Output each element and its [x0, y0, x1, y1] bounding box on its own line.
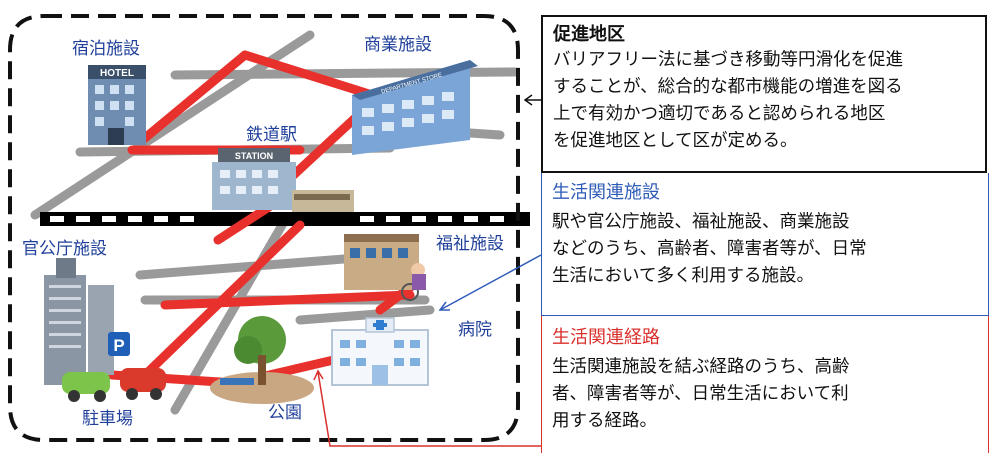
station-building-icon: STATION — [212, 148, 354, 212]
text-line: 駅や官公庁施設、福祉施設、商業施設 — [552, 212, 850, 232]
hotel-building-icon: HOTEL — [88, 65, 146, 145]
text-line: 生活関連施設を結ぶ経路のうち、高齢 — [552, 357, 850, 377]
hospital-icon — [331, 317, 429, 386]
label-station: 鉄道駅 — [246, 125, 297, 145]
promotion-district-text: バリアフリー法に基づき移動等円滑化を促進 することが、総合的な都市機能の増進を図… — [553, 47, 975, 155]
promotion-district-boundary — [8, 14, 520, 442]
parking-sign-letter: P — [113, 336, 124, 355]
label-commercial: 商業施設 — [364, 35, 432, 55]
railway — [40, 212, 530, 226]
cars-icon — [62, 368, 166, 402]
label-government: 官公庁施設 — [22, 239, 107, 259]
welfare-facility-icon — [344, 234, 426, 301]
text-line: することが、総合的な都市機能の増進を図る — [553, 77, 903, 97]
text-line: 生活において多く利用する施設。 — [552, 266, 814, 286]
promotion-district-box: 促進地区 バリアフリー法に基づき移動等円滑化を促進 することが、総合的な都市機能… — [541, 15, 987, 173]
connector-arrows — [313, 94, 542, 447]
life-related-facility-text: 駅や官公庁施設、福祉施設、商業施設 などのうち、高齢者、障害者等が、日常 生活に… — [552, 209, 978, 290]
text-line: 上で有効かつ適切であると認められる地区 — [553, 104, 886, 124]
government-office-icon — [44, 258, 114, 385]
department-store-icon: DEPARTMENT STORE — [352, 60, 478, 155]
text-line: を促進地区として区が定める。 — [553, 131, 798, 151]
label-hospital: 病院 — [458, 320, 492, 340]
text-line: などのうち、高齢者、障害者等が、日常 — [552, 239, 867, 259]
text-line: バリアフリー法に基づき移動等円滑化を促進 — [553, 50, 903, 70]
label-parking: 駐車場 — [82, 409, 133, 429]
text-line: 用する経路。 — [552, 411, 657, 431]
label-lodging: 宿泊施設 — [72, 39, 140, 59]
station-sign: STATION — [235, 151, 273, 161]
life-related-facility-box: 生活関連施設 駅や官公庁施設、福祉施設、商業施設 などのうち、高齢者、障害者等が… — [541, 173, 989, 316]
life-related-route-box: 生活関連経路 生活関連施設を結ぶ経路のうち、高齢 者、障害者等が、日常生活におい… — [541, 316, 989, 453]
promotion-district-title: 促進地区 — [553, 24, 625, 45]
hotel-sign: HOTEL — [100, 68, 134, 79]
parking-sign-icon: P — [108, 332, 130, 356]
life-related-route-title: 生活関連経路 — [552, 327, 660, 348]
park-icon — [210, 316, 314, 404]
label-park: 公園 — [268, 403, 302, 423]
label-welfare: 福祉施設 — [436, 234, 504, 254]
life-related-facility-title: 生活関連施設 — [552, 182, 660, 203]
text-line: 者、障害者等が、日常生活において利 — [552, 384, 849, 404]
life-related-route-text: 生活関連施設を結ぶ経路のうち、高齢 者、障害者等が、日常生活において利 用する経… — [552, 354, 978, 435]
